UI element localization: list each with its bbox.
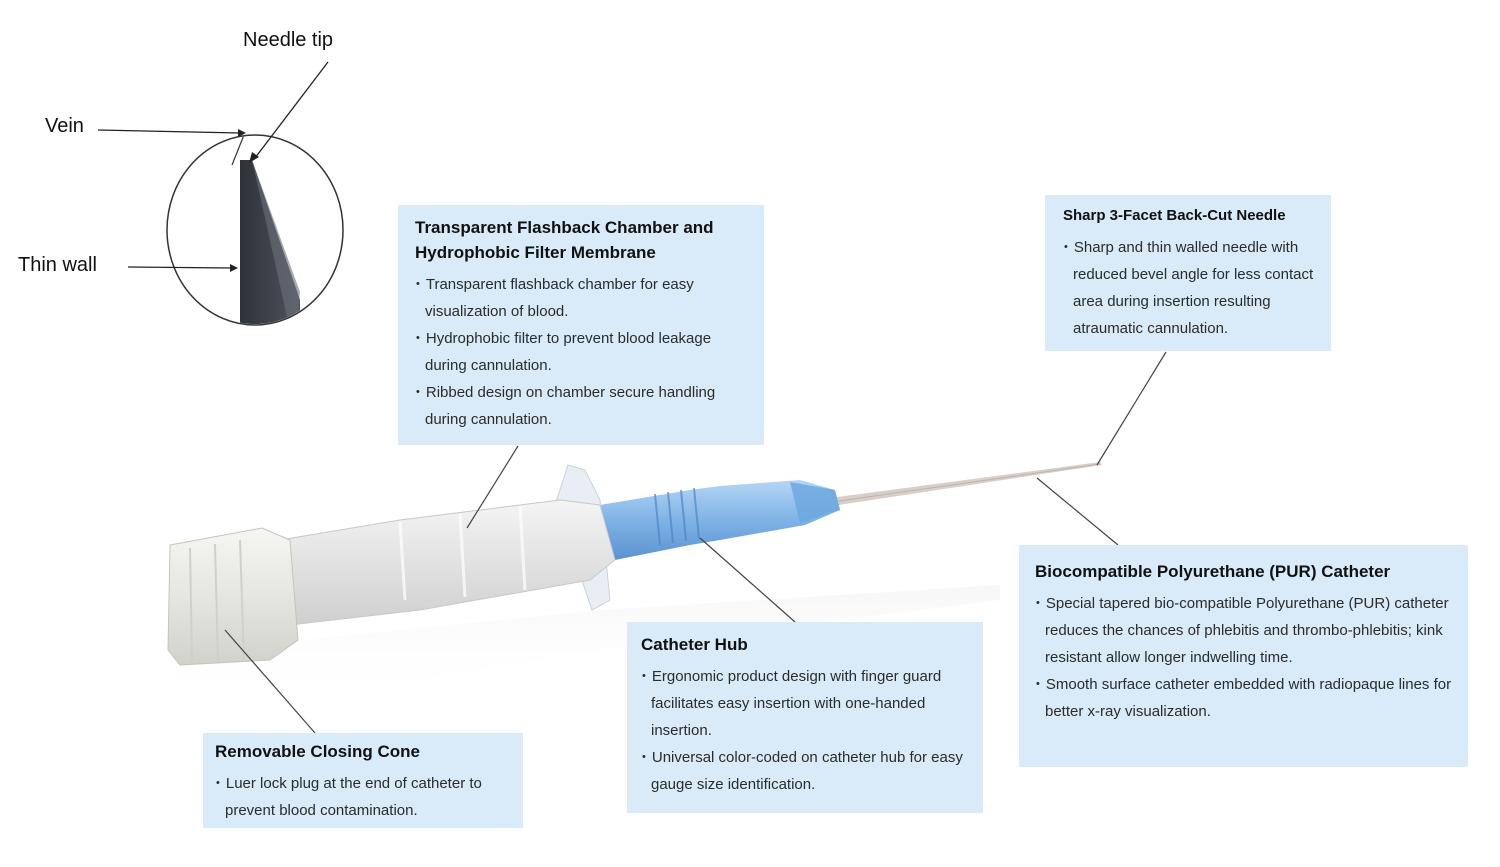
cone-list: Luer lock plug at the end of catheter to… [215,770,511,824]
thin-wall-label: Thin wall [18,254,97,276]
flashback-callout: Transparent Flashback Chamber and Hydrop… [398,205,764,445]
catheter-hub-shape [600,480,840,560]
list-item: Universal color-coded on catheter hub fo… [641,744,971,798]
list-item: Sharp and thin walled needle with reduce… [1063,234,1317,342]
needle-tip-inset [97,61,344,326]
flashback-chamber-shape [279,499,616,626]
catheter-callout: Biocompatible Polyurethane (PUR) Cathete… [1019,545,1468,767]
list-item: Special tapered bio-compatible Polyureth… [1035,590,1454,671]
needle-list: Sharp and thin walled needle with reduce… [1063,234,1317,342]
needle-title: Sharp 3-Facet Back-Cut Needle [1063,207,1286,224]
flashback-list: Transparent flashback chamber for easy v… [415,271,750,433]
vein-label: Vein [45,115,84,137]
leader-flashback [466,445,519,529]
cone-title: Removable Closing Cone [215,742,420,761]
catheter-title: Biocompatible Polyurethane (PUR) Cathete… [1035,562,1391,581]
leader-needle [1096,351,1167,466]
hub-callout: Catheter Hub Ergonomic product design wi… [627,622,983,813]
hub-list: Ergonomic product design with finger gua… [641,663,971,798]
needle-callout: Sharp 3-Facet Back-Cut Needle Sharp and … [1045,195,1331,351]
list-item: Smooth surface catheter embedded with ra… [1035,671,1454,725]
list-item: Transparent flashback chamber for easy v… [415,271,750,325]
flashback-title: Transparent Flashback Chamber and Hydrop… [415,218,714,262]
needle-shaft [830,462,1102,506]
list-item: Ribbed design on chamber secure handling… [415,379,750,433]
leader-catheter [1036,477,1119,546]
leader-cone [224,629,316,734]
hub-title: Catheter Hub [641,635,748,654]
list-item: Ergonomic product design with finger gua… [641,663,971,744]
needle-tip-label: Needle tip [243,29,334,51]
cannula-reflection [175,585,1000,705]
list-item: Hydrophobic filter to prevent blood leak… [415,325,750,379]
leader-hub [699,537,796,623]
cone-callout: Removable Closing Cone Luer lock plug at… [203,733,523,828]
catheter-list: Special tapered bio-compatible Polyureth… [1035,590,1454,725]
list-item: Luer lock plug at the end of catheter to… [215,770,511,824]
closing-cone-shape [167,527,299,666]
leader-lines [224,351,1167,734]
